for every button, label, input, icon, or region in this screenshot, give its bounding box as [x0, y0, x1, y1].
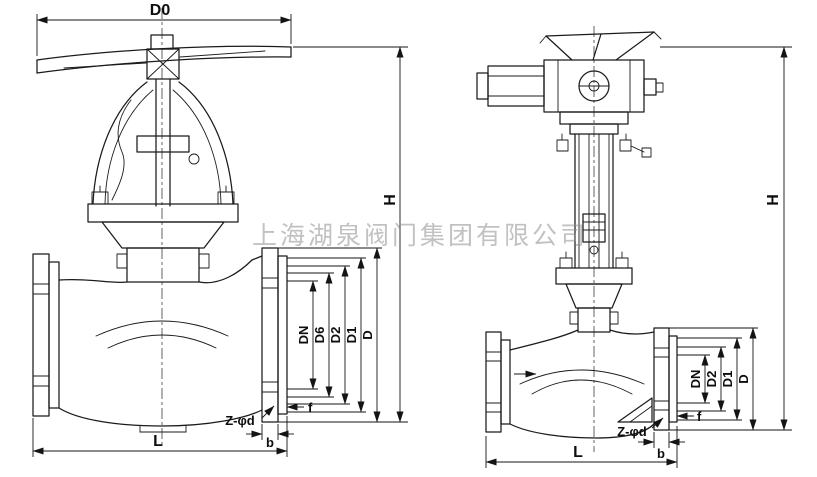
dim-h-right: H [660, 46, 792, 431]
dim-l-left: L [32, 416, 288, 457]
actuator-handwheel [545, 31, 655, 37]
dim-d6-label: D6 [312, 327, 327, 344]
left-valve: D0 [32, 2, 408, 457]
seat-arc-right [519, 369, 645, 385]
dim-d2-label-right: D2 [704, 371, 719, 388]
bonnet-flange [87, 203, 239, 223]
dim-f-label-right: f [697, 409, 702, 424]
inlet-flange-right [485, 331, 502, 433]
dim-f-label: f [308, 400, 313, 415]
stuffing-box [126, 247, 200, 283]
dim-h-left: H [289, 46, 408, 423]
leader-labels-right: Z-φd f b [617, 409, 702, 461]
right-valve: DN D2 D1 D H Z-φd f b [476, 26, 792, 468]
flange-dims-left-valve: DN D6 D2 D1 D [278, 247, 382, 423]
dim-d1-label-right: D1 [720, 371, 735, 388]
valve-body-right [485, 327, 678, 439]
dim-d2-label: D2 [328, 327, 343, 344]
dim-d0: D0 [36, 2, 292, 56]
seat-arc [95, 320, 229, 337]
valve-body [32, 247, 288, 433]
dim-d0-label: D0 [150, 2, 171, 19]
yoke-rib [111, 99, 132, 201]
dim-d-label-right: D [736, 374, 751, 383]
flange-dims-right-valve: DN D2 D1 D [669, 327, 758, 431]
drain-boss [617, 397, 653, 423]
dim-l-label: L [153, 433, 163, 450]
stem-nut-right [582, 213, 606, 243]
dim-h-label: H [382, 194, 399, 206]
indicator-pin [188, 153, 200, 165]
outlet-flange-right [653, 327, 670, 431]
dim-b-label-right: b [657, 446, 665, 461]
handwheel [36, 34, 292, 80]
gland [136, 135, 190, 153]
leader-labels-left: Z-φd f b [225, 400, 313, 450]
dim-zd-label: Z-φd [225, 413, 255, 428]
dim-h-label-right: H [765, 194, 782, 206]
watermark-text: 上海湖泉阀门集团有限公司 [252, 222, 588, 250]
electric-actuator [476, 31, 664, 158]
dim-zd-label-right: Z-φd [617, 424, 647, 439]
inlet-flange [32, 253, 50, 417]
dim-d1-label: D1 [344, 327, 359, 344]
actuator-knob [643, 78, 657, 96]
outlet-flange [261, 247, 279, 423]
yoke-bonnet-right [555, 133, 633, 333]
dim-l-label-right: L [573, 444, 583, 461]
dim-dn-label: DN [296, 326, 311, 345]
dim-b-label: b [266, 435, 274, 450]
yoke-bonnet [87, 78, 239, 283]
actuator-motor [487, 65, 545, 107]
dim-l-right: L [485, 426, 678, 468]
dim-dn-label-right: DN [688, 370, 703, 389]
stem-nut [150, 34, 174, 50]
dim-d-label: D [360, 330, 375, 339]
